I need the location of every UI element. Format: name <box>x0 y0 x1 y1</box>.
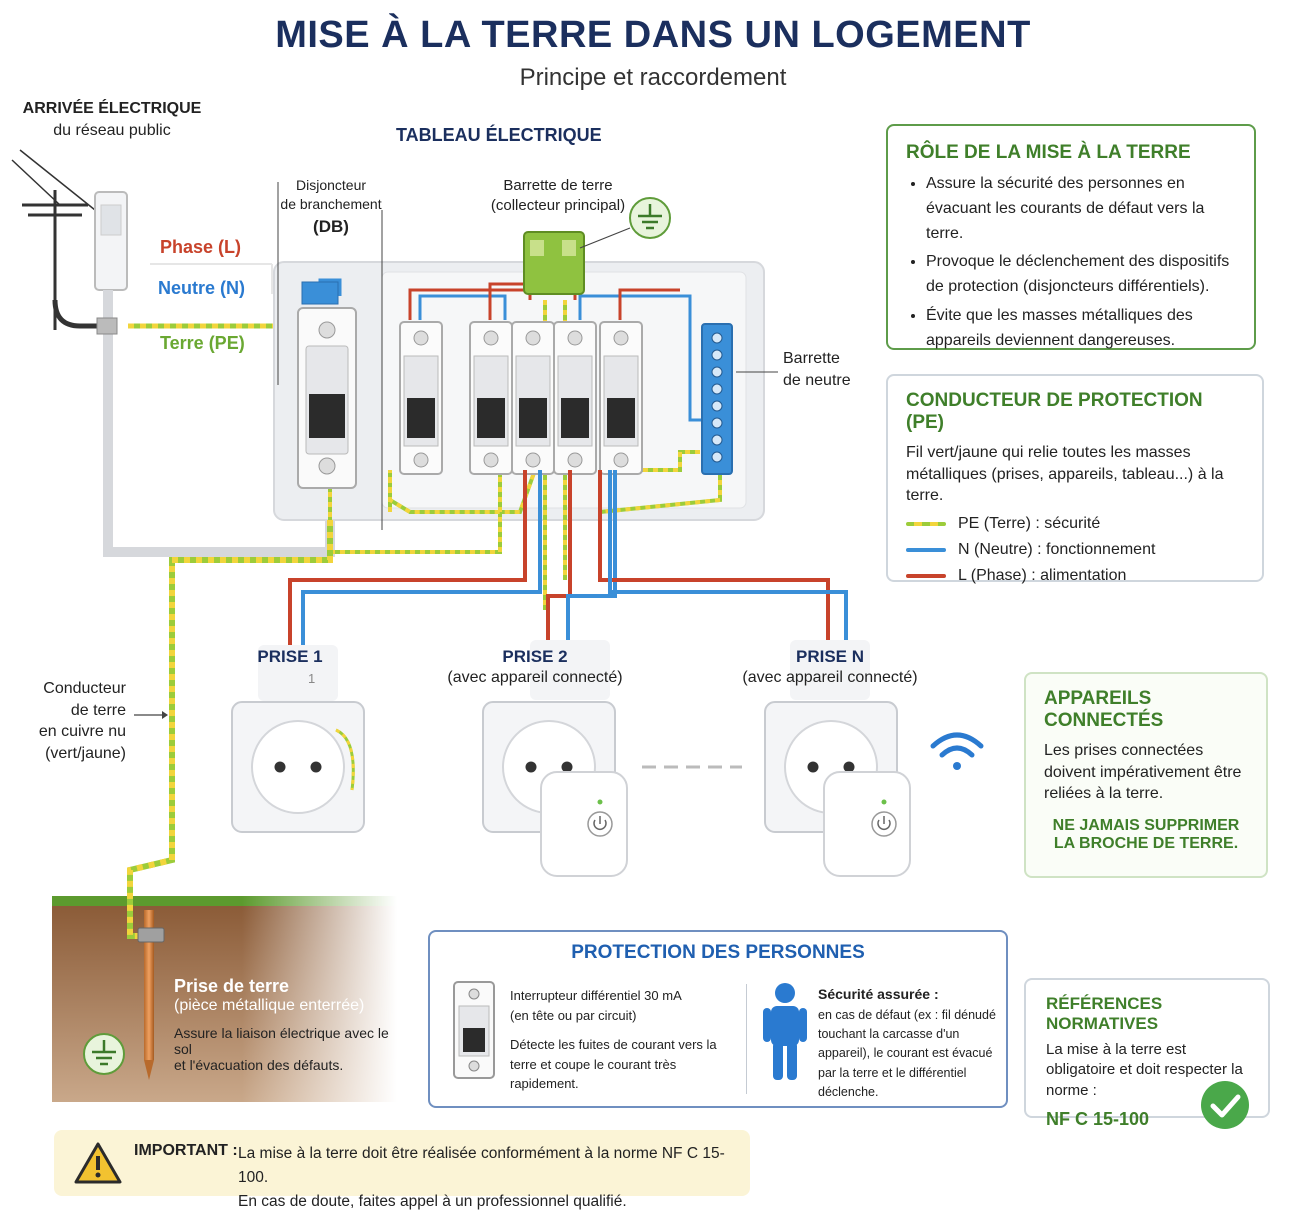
connected-panel: APPAREILS CONNECTÉS Les prises connectée… <box>1024 672 1268 878</box>
ground-subtitle: (pièce métallique enterrée) <box>174 997 365 1014</box>
legend-item-l: L (Phase) : alimentation <box>906 567 1244 585</box>
references-desc: La mise à la terre est obligatoire et do… <box>1046 1041 1243 1099</box>
checkmark-icon <box>1201 1081 1249 1129</box>
protection-panel: PROTECTION DES PERSONNES Interrupteur di… <box>428 930 1008 1108</box>
ground-desc2: et l'évacuation des défauts. <box>174 1057 344 1073</box>
power-button-icon <box>587 811 613 837</box>
socket-n <box>764 640 911 877</box>
safety-title: Sécurité assurée : <box>818 986 939 1002</box>
neutral-bar <box>701 323 733 475</box>
socket-2-label: PRISE 2 (avec appareil connecté) <box>440 647 630 689</box>
rcd-icon <box>453 981 495 1079</box>
power-button-icon-n <box>871 811 897 837</box>
rcd-title: Interrupteur différentiel 30 mA <box>510 988 682 1003</box>
connected-warning-line2: LA BROCHE DE TERRE. <box>1053 834 1239 852</box>
earth-bar-line2: (collecteur principal) <box>490 197 626 215</box>
conductor-panel: CONDUCTEUR DE PROTECTION (PE) Fil vert/j… <box>886 374 1264 585</box>
socket-2 <box>482 640 628 877</box>
important-line2: En cas de doute, faites appel à un profe… <box>238 1193 627 1211</box>
important-line1: La mise à la terre doit être réalisée co… <box>238 1145 725 1187</box>
conductor-desc: Fil vert/jaune qui relie toutes les mass… <box>906 444 1224 505</box>
role-title: RÔLE DE LA MISE À LA TERRE <box>906 142 1191 163</box>
neutral-bar-line2: de neutre <box>783 371 851 389</box>
phase-label: Phase (L) <box>160 237 242 257</box>
earth-conductor-label: Conducteur de terre en cuivre nu (vert/j… <box>20 678 126 764</box>
role-item: Évite que les masses métalliques des app… <box>926 304 1236 354</box>
breaker-line2: de branchement <box>280 195 382 212</box>
earth-conductor-line4: (vert/jaune) <box>45 744 126 762</box>
breaker-line1: Disjoncteur <box>295 177 367 193</box>
earth-conductor-line2: de terre <box>70 701 126 719</box>
conductor-title: CONDUCTEUR DE PROTECTION (PE) <box>906 390 1203 433</box>
socket-1-title: PRISE 1 <box>257 647 323 666</box>
legend-label-l: L (Phase) : alimentation <box>958 566 1127 584</box>
legend-item-pe: PE (Terre) : sécurité <box>906 515 1244 533</box>
connected-title: APPAREILS CONNECTÉS <box>1044 688 1164 731</box>
role-panel: RÔLE DE LA MISE À LA TERRE Assure la séc… <box>886 124 1256 350</box>
ground-label: Prise de terre (pièce métallique enterré… <box>174 976 404 1073</box>
wifi-icon <box>930 732 984 770</box>
arrival-subtitle: du réseau public <box>53 121 171 139</box>
safety-text: Sécurité assurée : en cas de défaut (ex … <box>818 984 1004 1103</box>
rcd-desc: Détecte les fuites de courant vers la te… <box>510 1037 717 1091</box>
important-notice: IMPORTANT : La mise à la terre doit être… <box>54 1130 750 1210</box>
earth-symbol-icon <box>629 197 671 239</box>
page-title: MISE À LA TERRE DANS UN LOGEMENT <box>275 14 1031 56</box>
breaker-abbr: (DB) <box>313 216 349 236</box>
earth-label: Terre (PE) <box>160 333 245 353</box>
important-label: IMPORTANT : <box>134 1142 238 1159</box>
legend-item-n: N (Neutre) : fonctionnement <box>906 541 1244 559</box>
warning-icon <box>74 1142 122 1184</box>
person-icon <box>763 983 807 1080</box>
rcd-sub: (en tête ou par circuit) <box>510 1007 637 1023</box>
references-title: RÉFÉRENCES NORMATIVES <box>1046 994 1163 1033</box>
main-breaker <box>297 281 357 489</box>
socket-1 <box>231 645 365 833</box>
role-item: Provoque le déclenchement des dispositif… <box>926 250 1236 300</box>
page-subtitle: Principe et raccordement <box>519 64 787 91</box>
ground-desc1: Assure la liaison électrique avec le sol <box>174 1025 389 1057</box>
earth-conductor-line1: Conducteur <box>43 680 126 697</box>
legend-swatch-n <box>906 547 946 552</box>
important-text: La mise à la terre doit être réalisée co… <box>238 1142 750 1214</box>
ground-title: Prise de terre <box>174 976 290 996</box>
earth-conductor-line3: en cuivre nu <box>38 723 126 741</box>
arrival-label: ARRIVÉE ÉLECTRIQUE du réseau public <box>14 98 210 141</box>
arrival-title: ARRIVÉE ÉLECTRIQUE <box>22 100 202 117</box>
connected-desc: Les prises connectées doivent impérative… <box>1044 742 1242 803</box>
connected-warning-line1: NE JAMAIS SUPPRIMER <box>1052 816 1240 834</box>
socket-1-mark: 1 <box>308 671 316 686</box>
legend-label-pe: PE (Terre) : sécurité <box>958 514 1101 532</box>
protection-divider <box>746 984 747 1094</box>
references-norm: NF C 15-100 <box>1046 1108 1150 1129</box>
socket-n-label: PRISE N (avec appareil connecté) <box>735 647 925 689</box>
rcd-text: Interrupteur différentiel 30 mA (en tête… <box>510 986 740 1094</box>
role-list: Assure la sécurité des personnes en évac… <box>906 172 1236 354</box>
socket-n-subtitle: (avec appareil connecté) <box>742 669 918 686</box>
power-pole-icon <box>11 149 110 330</box>
earth-bar-line1: Barrette de terre <box>503 177 613 194</box>
protection-title: PROTECTION DES PERSONNES <box>571 942 865 963</box>
socket-n-title: PRISE N <box>795 647 865 666</box>
breaker-label: Disjoncteur de branchement (DB) <box>276 176 386 239</box>
socket-2-title: PRISE 2 <box>502 647 568 666</box>
earth-bar-label: Barrette de terre (collecteur principal) <box>478 176 638 217</box>
references-panel: RÉFÉRENCES NORMATIVES La mise à la terre… <box>1024 978 1270 1129</box>
neutral-label: Neutre (N) <box>158 278 246 298</box>
safety-desc: en cas de défaut (ex : fil dénudé toucha… <box>818 1007 996 1100</box>
socket-2-subtitle: (avec appareil connecté) <box>447 669 623 686</box>
earth-bar <box>523 231 585 295</box>
neutral-bar-line1: Barrette <box>783 350 840 367</box>
circuit-breakers <box>399 321 643 475</box>
ground-earth-symbol-icon <box>83 1033 125 1075</box>
earth-rod <box>137 910 165 1080</box>
role-item: Assure la sécurité des personnes en évac… <box>926 172 1236 246</box>
panel-title: TABLEAU ÉLECTRIQUE <box>396 125 602 145</box>
neutral-bar-label: Barrette de neutre <box>783 348 851 391</box>
connected-warning: NE JAMAIS SUPPRIMER LA BROCHE DE TERRE. <box>1044 817 1248 853</box>
legend-swatch-pe <box>906 521 946 526</box>
legend-label-n: N (Neutre) : fonctionnement <box>958 540 1156 558</box>
legend-swatch-l <box>906 573 946 578</box>
